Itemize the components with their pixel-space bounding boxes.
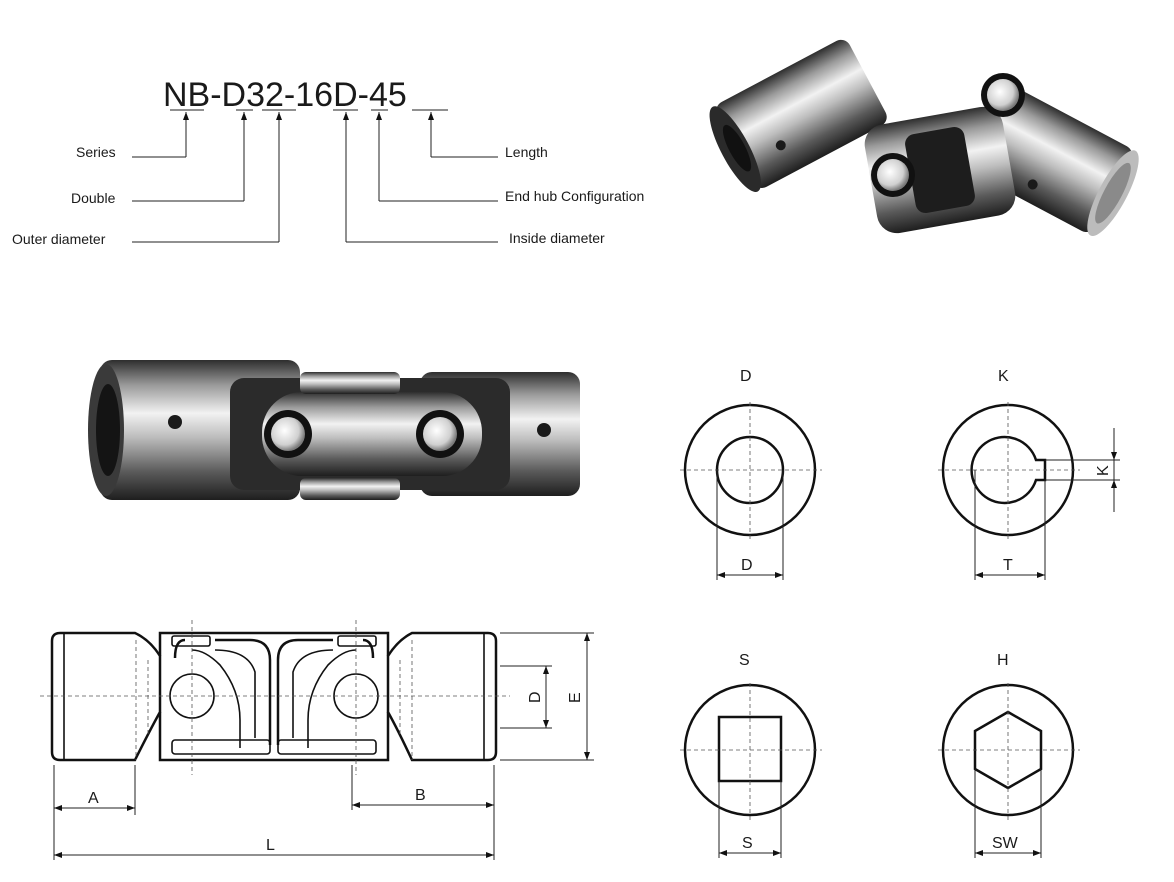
model-code-breakdown: NB-D32-16D-45 xyxy=(12,76,644,247)
dim-e: E xyxy=(567,692,584,703)
dim-a: A xyxy=(88,790,99,807)
dim-l: L xyxy=(266,837,275,854)
label-end-hub-configuration: End hub Configuration xyxy=(505,188,644,204)
bore-hex-title: H xyxy=(997,652,1009,669)
code-arrowheads xyxy=(183,112,434,120)
bore-type-hex: H SW xyxy=(938,652,1080,858)
angled-joint-photo xyxy=(709,39,1139,237)
dim-d: D xyxy=(527,691,544,703)
label-double: Double xyxy=(71,190,116,206)
straight-joint-photo xyxy=(88,360,580,500)
bore-square-dim: S xyxy=(742,835,753,852)
bore-keyway-key-dim: K xyxy=(1095,465,1112,476)
bore-hex-dim: SW xyxy=(992,835,1019,852)
label-series: Series xyxy=(76,144,116,160)
bore-keyway-dim: T xyxy=(1003,557,1013,574)
bore-round-dim: D xyxy=(741,557,753,574)
joint-technical-drawing: A B L D E xyxy=(40,620,594,860)
bore-keyway-title: K xyxy=(998,368,1009,385)
model-code: NB-D32-16D-45 xyxy=(163,76,407,114)
bore-square-title: S xyxy=(739,652,750,669)
label-inside-diameter: Inside diameter xyxy=(509,230,605,246)
bore-type-keyway: K T K xyxy=(938,368,1120,580)
code-leaders xyxy=(132,109,498,243)
bore-round-title: D xyxy=(740,368,752,385)
dim-b: B xyxy=(415,787,426,804)
bore-type-square: S S xyxy=(680,652,822,858)
label-length: Length xyxy=(505,144,548,160)
label-outer-diameter: Outer diameter xyxy=(12,231,106,247)
bore-type-round: D D xyxy=(680,368,822,580)
